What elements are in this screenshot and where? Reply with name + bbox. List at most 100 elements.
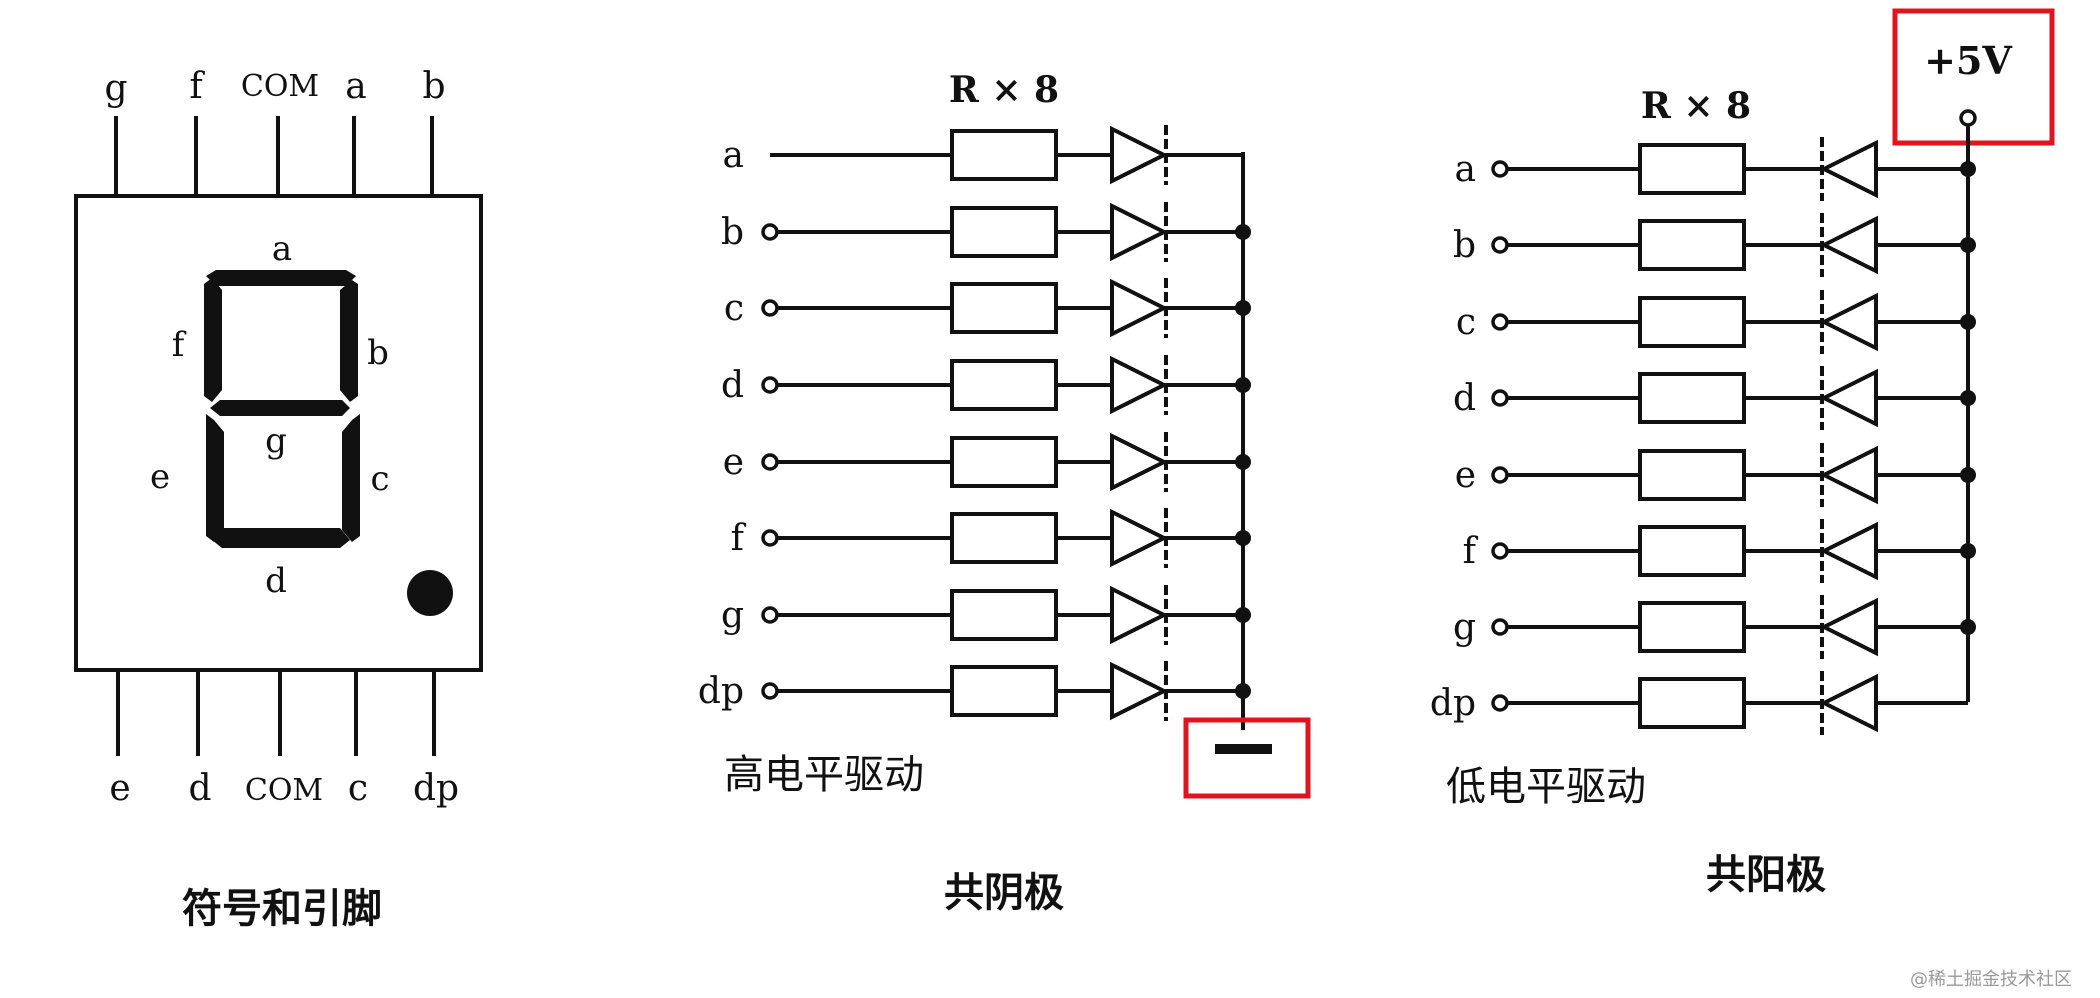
resistor: [950, 589, 1058, 641]
top-pin-label: f: [189, 66, 205, 107]
led-diode-triangle: [1819, 673, 1878, 733]
cathode-caption: 共阴极: [944, 870, 1064, 916]
segment-a: [206, 270, 356, 286]
bus-junction-dot: [1235, 683, 1251, 699]
anode-row: dp: [1430, 671, 1968, 735]
resistor: [1638, 601, 1746, 653]
bus-junction-dot: [1960, 543, 1976, 559]
led-diode-triangle: [1110, 278, 1169, 338]
top-pin-label: a: [345, 66, 366, 107]
decimal-point: [407, 570, 453, 616]
anode-row: a: [1455, 137, 1976, 201]
anode-input-label: e: [1455, 455, 1476, 496]
segment-label-f: f: [172, 325, 187, 365]
segment-label-g: g: [265, 421, 287, 461]
anode-input-label: c: [1456, 302, 1476, 343]
cathode-input-label: d: [721, 365, 744, 406]
led-diode-triangle: [1819, 445, 1878, 505]
cathode-drive-label: 高电平驱动: [724, 752, 924, 798]
supply-terminal: [1959, 109, 1977, 127]
segment-b: [340, 280, 358, 402]
cathode-row: b: [721, 202, 1251, 262]
segment-label-c: c: [370, 459, 389, 499]
segment-label-d: d: [265, 561, 287, 601]
led-diode-triangle: [1110, 202, 1169, 262]
cathode-input-label: f: [731, 518, 747, 559]
digit-segments: [204, 270, 360, 548]
input-terminal: [1491, 313, 1509, 331]
watermark: @稀土掘金技术社区: [1910, 969, 2072, 990]
input-terminal: [761, 299, 779, 317]
cathode-input-label: e: [723, 442, 744, 483]
anode-row: g: [1453, 595, 1976, 659]
anode-resistor-label: R × 8: [1641, 85, 1751, 127]
input-terminal: [761, 223, 779, 241]
segment-e: [206, 414, 224, 542]
input-terminal: [1491, 542, 1509, 560]
display-symbol-panel: g f COM a b e d COM c dp a f b g e c d 符…: [74, 66, 483, 932]
bottom-pin-label: e: [109, 768, 130, 809]
anode-input-label: dp: [1430, 683, 1476, 724]
anode-input-label: g: [1453, 607, 1476, 648]
anode-input-label: a: [1455, 149, 1476, 190]
led-diode-triangle: [1110, 585, 1169, 645]
segment-c: [342, 414, 360, 542]
led-diode-triangle: [1819, 215, 1878, 275]
anode-input-label: f: [1463, 531, 1479, 572]
resistor: [950, 665, 1058, 717]
cathode-input-label: dp: [698, 671, 744, 712]
input-terminal: [761, 529, 779, 547]
bus-junction-dot: [1235, 300, 1251, 316]
cathode-input-label: c: [724, 288, 744, 329]
resistor: [950, 512, 1058, 564]
input-terminal: [761, 376, 779, 394]
bus-junction-dot: [1235, 377, 1251, 393]
cathode-row: dp: [698, 661, 1251, 721]
cathode-input-label: a: [723, 135, 744, 176]
input-terminal: [1491, 160, 1509, 178]
led-diode-triangle: [1819, 292, 1878, 352]
input-terminal: [1491, 618, 1509, 636]
input-terminal: [1491, 389, 1509, 407]
anode-row: e: [1455, 443, 1976, 507]
cathode-row: g: [721, 585, 1251, 645]
cathode-input-label: g: [721, 595, 744, 636]
top-pin-label: b: [422, 66, 445, 107]
bus-junction-dot: [1960, 161, 1976, 177]
input-terminal: [1491, 236, 1509, 254]
anode-row: c: [1456, 290, 1976, 354]
bus-junction-dot: [1960, 314, 1976, 330]
segment-label-b: b: [367, 333, 389, 373]
top-pin-label: g: [104, 68, 127, 109]
input-terminal: [761, 682, 779, 700]
anode-drive-label: 低电平驱动: [1446, 764, 1646, 810]
bus-junction-dot: [1235, 224, 1251, 240]
resistor: [950, 436, 1058, 488]
input-terminal: [1491, 694, 1509, 712]
cathode-resistor-label: R × 8: [949, 69, 1059, 111]
bottom-pin-label: d: [188, 768, 211, 809]
bottom-pin-label: c: [348, 768, 368, 809]
resistor: [950, 359, 1058, 411]
anode-row: b: [1453, 213, 1976, 277]
bus-junction-dot: [1235, 530, 1251, 546]
led-diode-triangle: [1110, 661, 1169, 721]
led-diode-triangle: [1110, 508, 1169, 568]
anode-input-label: d: [1453, 378, 1476, 419]
bus-junction-dot: [1235, 454, 1251, 470]
bottom-pin-label: COM: [245, 773, 323, 808]
top-pin-lines: [114, 116, 434, 196]
supply-highlight-box: [1892, 8, 2055, 146]
anode-caption: 共阳极: [1706, 852, 1826, 898]
ground-highlight-box: [1183, 717, 1311, 799]
led-diode-triangle: [1819, 597, 1878, 657]
led-diode-triangle: [1819, 521, 1878, 581]
resistor: [1638, 372, 1746, 424]
segment-label-e: e: [150, 457, 170, 497]
anode-input-label: b: [1453, 225, 1476, 266]
top-pin-label: COM: [241, 69, 319, 104]
segment-d: [212, 528, 350, 548]
